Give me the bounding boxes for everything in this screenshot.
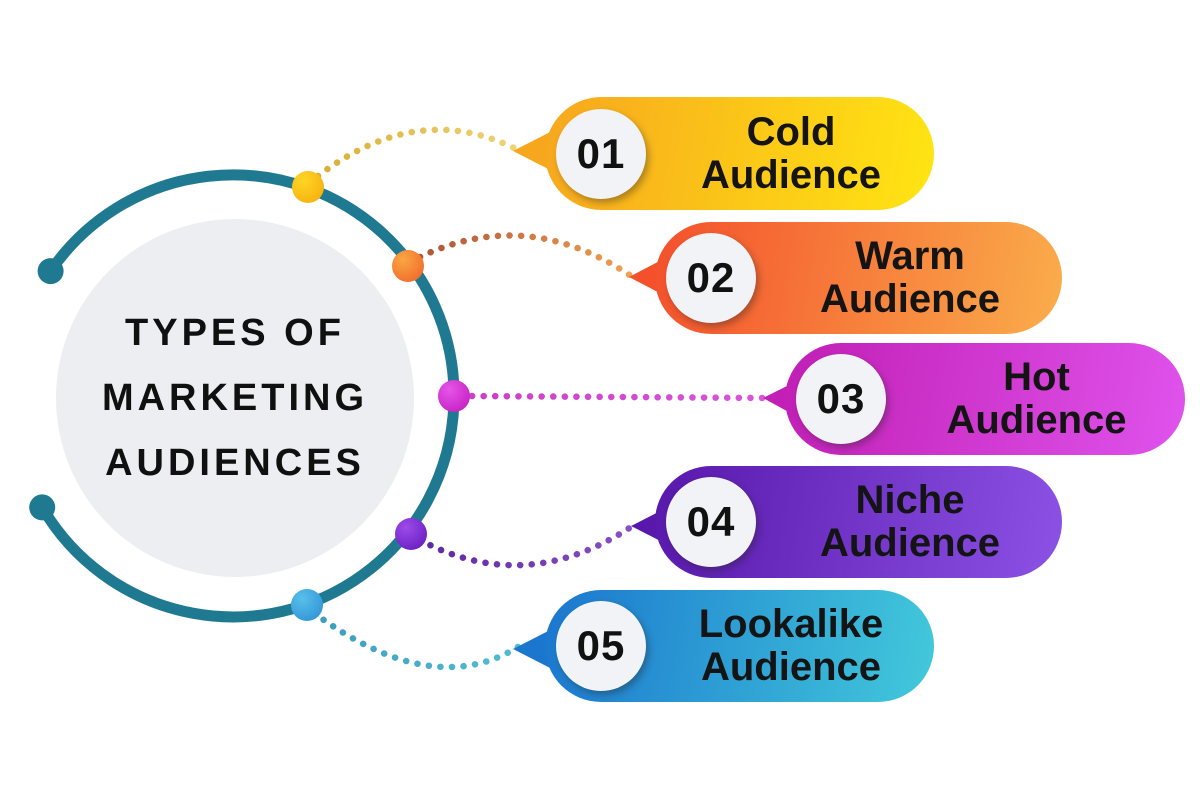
item-number-02: 02: [686, 254, 736, 301]
connector-warm: [416, 232, 635, 280]
connector-hot: [468, 392, 770, 402]
title-line-2: MARKETING: [101, 376, 369, 419]
item-label-line1: Lookalike: [698, 602, 884, 646]
connector-lookalike: [310, 609, 522, 671]
item-label-line1: Warm: [855, 234, 965, 278]
ring-dot-warm: [392, 250, 424, 282]
diagram-title: TYPES OF MARKETING AUDIENCES: [102, 301, 368, 496]
ring-endpoint-dot-bottom: [29, 494, 56, 521]
item-pill-lookalike-audience: 05 Lookalike Audience: [545, 590, 934, 702]
ring-dot-lookalike: [291, 589, 323, 621]
item-label-line2: Audience: [819, 277, 1001, 321]
item-label-warm: Warm Audience: [770, 222, 1050, 334]
hub-circle: TYPES OF MARKETING AUDIENCES: [56, 219, 414, 577]
item-label-line2: Audience: [819, 521, 1001, 565]
item-number-03: 03: [816, 375, 866, 422]
ring-dot-hot: [438, 380, 470, 412]
item-label-hot: Hot Audience: [900, 343, 1173, 455]
item-label-lookalike: Lookalike Audience: [660, 590, 922, 702]
ring-dot-cold: [292, 171, 324, 203]
hub-background-circle: [56, 219, 414, 577]
item-label-line2: Audience: [700, 152, 882, 197]
title-line-1: TYPES OF: [125, 311, 345, 354]
item-label-line2: Audience: [946, 398, 1127, 442]
item-pill-niche-audience: 04 Niche Audience: [655, 466, 1062, 578]
item-number-04: 04: [686, 498, 736, 545]
item-number-01: 01: [576, 129, 626, 177]
connector-cold: [314, 126, 520, 180]
number-badge-02: 02: [666, 233, 756, 323]
number-badge-04: 04: [666, 477, 756, 567]
item-label-line1: Niche: [855, 478, 965, 522]
item-label-line1: Hot: [1003, 355, 1070, 399]
number-badge-01: 01: [556, 108, 646, 199]
item-pill-hot-audience: 03 Hot Audience: [785, 343, 1185, 455]
item-label-line1: Cold: [746, 109, 836, 154]
connector-niche: [416, 521, 638, 569]
item-number-05: 05: [576, 622, 626, 669]
item-pill-cold-audience: 01 Cold Audience: [545, 97, 934, 210]
title-line-3: AUDIENCES: [105, 441, 365, 484]
item-pill-warm-audience: 02 Warm Audience: [655, 222, 1062, 334]
item-label-cold: Cold Audience: [660, 97, 922, 210]
item-label-niche: Niche Audience: [770, 466, 1050, 578]
ring-endpoint-dot-top: [37, 258, 64, 285]
number-badge-05: 05: [556, 601, 646, 691]
number-badge-03: 03: [796, 354, 886, 444]
item-label-line2: Audience: [700, 645, 882, 689]
ring-dot-niche: [395, 518, 427, 550]
